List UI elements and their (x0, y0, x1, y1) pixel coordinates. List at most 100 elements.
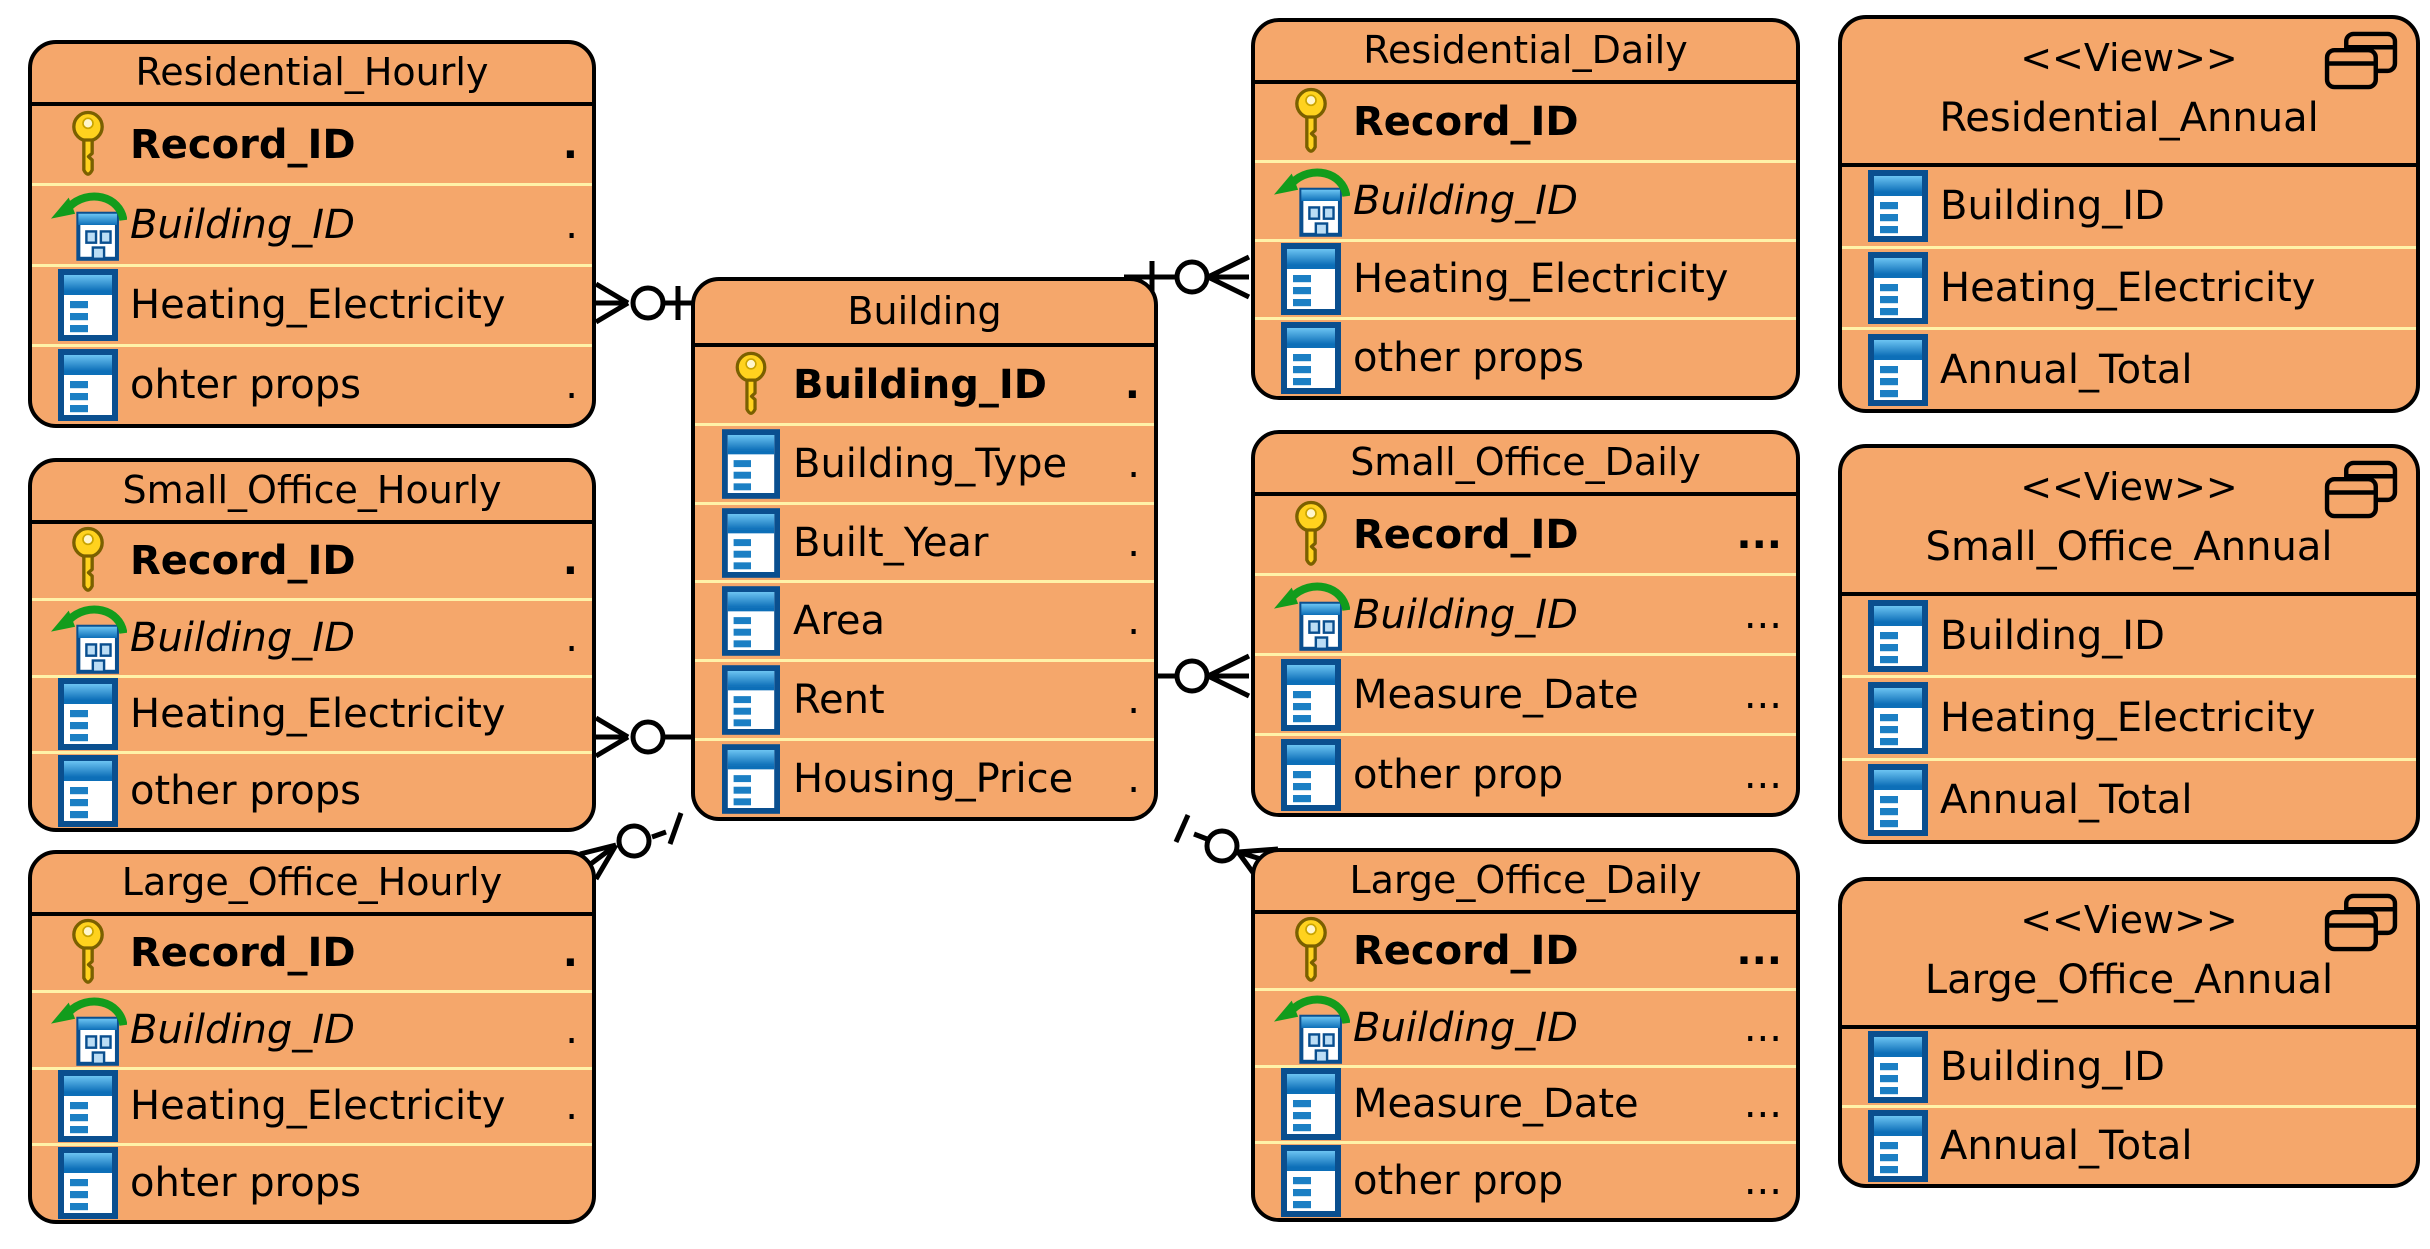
field-row-other-prop[interactable]: other prop ... (1255, 733, 1796, 813)
crow-foot-many-marker (1206, 254, 1251, 300)
one-tick-marker (667, 812, 684, 845)
entity-small-office-hourly[interactable]: Small_Office_Hourly Record_ID . Building… (28, 458, 596, 832)
entity-title: Building (695, 281, 1154, 347)
field-name: Record_ID (130, 929, 356, 976)
field-row-other-props[interactable]: other props (1255, 317, 1796, 396)
field-name: Record_ID (1353, 511, 1579, 558)
entity-view-residential-annual[interactable]: <<View>> Residential_Annual Building_ID … (1838, 15, 2420, 413)
field-row-building-id[interactable]: Building_ID ... (1255, 573, 1796, 653)
field-name: Building_ID (1940, 1044, 2165, 1090)
field-row-heating-electricity[interactable]: Heating_Electricity (1842, 675, 2416, 757)
field-row-ohter-props[interactable]: ohter props . (32, 343, 592, 424)
field-name: other prop (1353, 1158, 1564, 1205)
field-row-other-props[interactable]: other props (32, 751, 592, 828)
column-icon (1856, 252, 1940, 324)
field-name: Heating_Electricity (1353, 256, 1729, 303)
field-name: Annual_Total (1940, 346, 2193, 393)
field-row-rent[interactable]: Rent . (695, 659, 1154, 738)
field-row-building-id[interactable]: Building_ID . (32, 183, 592, 263)
field-list: Building_ID Heating_Electricity Annual_T… (1842, 167, 2416, 409)
field-row-building-id[interactable]: Building_ID . (695, 347, 1154, 423)
field-trailing-dots: . (565, 201, 578, 248)
field-row-record-id[interactable]: Record_ID . (32, 106, 592, 183)
entity-title: Residential_Annual (1939, 95, 2319, 141)
entity-residential-daily[interactable]: Residential_Daily Record_ID Building_ID … (1251, 18, 1800, 400)
field-trailing-dots: ... (1743, 751, 1782, 798)
field-name: Building_ID (1940, 183, 2165, 230)
column-icon (709, 586, 793, 656)
field-trailing-dots: ... (1743, 1081, 1782, 1128)
field-row-heating-electricity[interactable]: Heating_Electricity (32, 674, 592, 752)
column-icon (1269, 739, 1353, 811)
column-icon (46, 678, 130, 750)
field-list: Record_ID ... Building_ID ... Measure_Da… (1255, 914, 1796, 1218)
field-name: Annual_Total (1940, 1123, 2193, 1169)
column-icon (1269, 243, 1353, 315)
entity-residential-hourly[interactable]: Residential_Hourly Record_ID . Building_… (28, 40, 596, 428)
field-row-heating-electricity[interactable]: Heating_Electricity . (32, 1066, 592, 1144)
field-row-building-id[interactable]: Building_ID (1842, 1029, 2416, 1105)
field-row-annual-total[interactable]: Annual_Total (1842, 327, 2416, 409)
column-icon (709, 665, 793, 735)
field-row-heating-electricity[interactable]: Heating_Electricity (32, 263, 592, 344)
entity-large-office-daily[interactable]: Large_Office_Daily Record_ID ... Buildin… (1251, 848, 1800, 1222)
field-name: Housing_Price (793, 756, 1074, 803)
field-row-heating-electricity[interactable]: Heating_Electricity (1255, 238, 1796, 318)
field-row-building-id[interactable]: Building_ID . (32, 597, 592, 675)
primary-key-icon (1269, 916, 1353, 986)
entity-small-office-daily[interactable]: Small_Office_Daily Record_ID ... Buildin… (1251, 430, 1800, 817)
entity-large-office-hourly[interactable]: Large_Office_Hourly Record_ID . Building… (28, 850, 596, 1224)
field-row-measure-date[interactable]: Measure_Date ... (1255, 653, 1796, 733)
field-trailing-dots: . (565, 614, 578, 661)
entity-view-small-office-annual[interactable]: <<View>> Small_Office_Annual Building_ID… (1838, 444, 2420, 844)
field-name: Building_ID (130, 1006, 355, 1053)
field-name: Built_Year (793, 519, 989, 566)
field-trailing-dots: . (562, 929, 578, 976)
field-row-record-id[interactable]: Record_ID ... (1255, 914, 1796, 988)
field-name: Building_ID (1353, 1004, 1578, 1051)
field-row-other-prop[interactable]: other prop ... (1255, 1141, 1796, 1218)
field-row-heating-electricity[interactable]: Heating_Electricity (1842, 245, 2416, 328)
field-row-annual-total[interactable]: Annual_Total (1842, 757, 2416, 840)
field-row-building-id[interactable]: Building_ID . (32, 989, 592, 1067)
field-row-record-id[interactable]: Record_ID . (32, 524, 592, 598)
field-name: Measure_Date (1353, 671, 1639, 718)
field-row-housing-price[interactable]: Housing_Price . (695, 738, 1154, 817)
field-name: Building_Type (793, 440, 1068, 487)
field-list: Record_ID . Building_ID . Heating_Electr… (32, 916, 592, 1220)
foreign-key-icon (1269, 164, 1353, 238)
field-row-built-year[interactable]: Built_Year . (695, 501, 1154, 581)
field-row-building-id[interactable]: Building_ID (1255, 159, 1796, 239)
field-row-building-id[interactable]: Building_ID (1842, 167, 2416, 246)
field-trailing-dots: . (1127, 598, 1140, 645)
field-row-record-id[interactable]: Record_ID (1255, 84, 1796, 160)
field-row-annual-total[interactable]: Annual_Total (1842, 1105, 2416, 1184)
one-tick-marker (1173, 813, 1191, 844)
field-trailing-dots: ... (1743, 1158, 1782, 1205)
connector-building-small-office-daily (1158, 653, 1251, 699)
field-row-measure-date[interactable]: Measure_Date ... (1255, 1064, 1796, 1142)
field-row-ohter-props[interactable]: ohter props (32, 1143, 592, 1220)
field-row-area[interactable]: Area . (695, 580, 1154, 659)
view-icon (2322, 460, 2400, 522)
field-row-building-type[interactable]: Building_Type . (695, 422, 1154, 502)
entity-building[interactable]: Building Building_ID . Building_Type . B… (691, 277, 1158, 821)
field-row-record-id[interactable]: Record_ID ... (1255, 496, 1796, 573)
field-list: Building_ID . Building_Type . Built_Year… (695, 347, 1154, 817)
field-row-building-id[interactable]: Building_ID ... (1255, 987, 1796, 1065)
foreign-key-icon (1269, 991, 1353, 1065)
zero-circle-marker (616, 823, 652, 859)
field-name: other prop (1353, 751, 1564, 798)
column-icon (1856, 764, 1940, 836)
field-row-record-id[interactable]: Record_ID . (32, 916, 592, 990)
field-list: Record_ID ... Building_ID ... Measure_Da… (1255, 496, 1796, 813)
field-trailing-dots: ... (1743, 591, 1782, 638)
field-name: Building_ID (130, 201, 355, 248)
field-row-building-id[interactable]: Building_ID (1842, 596, 2416, 675)
view-header: <<View>> Large_Office_Annual (1842, 881, 2416, 1029)
primary-key-icon (46, 526, 130, 596)
entity-view-large-office-annual[interactable]: <<View>> Large_Office_Annual Building_ID… (1838, 877, 2420, 1188)
field-name: Heating_Electricity (1940, 265, 2316, 311)
field-name: Record_ID (130, 121, 356, 168)
